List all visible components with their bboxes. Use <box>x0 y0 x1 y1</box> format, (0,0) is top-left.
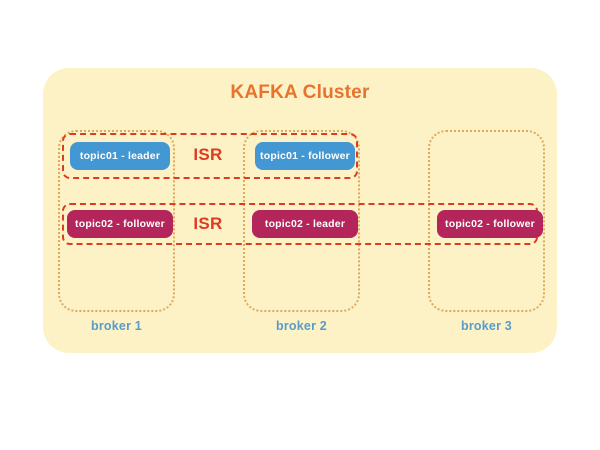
replica-pill-broker-1-topic02: topic02 - follower <box>67 210 173 238</box>
isr-label-topic02: ISR <box>193 214 223 233</box>
broker-box-broker-2 <box>243 130 360 312</box>
replica-pill-broker-1-topic01: topic01 - leader <box>70 142 170 170</box>
broker-label-broker-2: broker 2 <box>276 319 327 333</box>
isr-group-box-topic01 <box>62 133 358 179</box>
isr-label-topic01: ISR <box>193 145 223 164</box>
broker-box-broker-1 <box>58 130 175 312</box>
page-title: KAFKA Cluster <box>230 82 370 103</box>
replica-pill-broker-3-topic02: topic02 - follower <box>437 210 543 238</box>
replica-pill-broker-2-topic01: topic01 - follower <box>255 142 355 170</box>
broker-label-broker-1: broker 1 <box>91 319 142 333</box>
broker-box-broker-3 <box>428 130 545 312</box>
kafka-cluster-panel: KAFKA Cluster ISR ISR topic01 - leader t… <box>43 68 557 353</box>
broker-label-broker-3: broker 3 <box>461 319 512 333</box>
replica-pill-broker-2-topic02: topic02 - leader <box>252 210 358 238</box>
